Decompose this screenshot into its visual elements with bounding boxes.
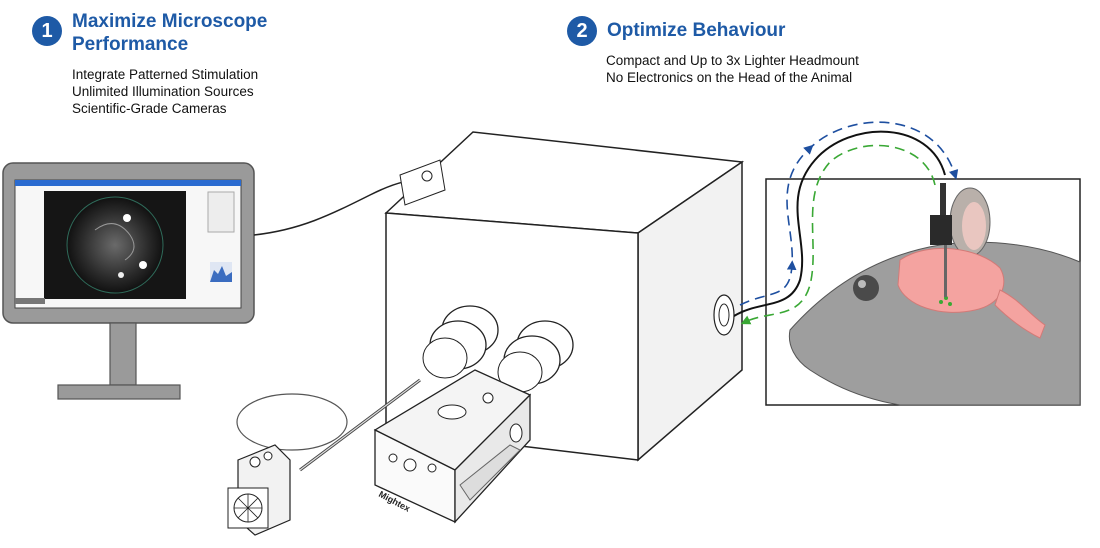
- excitation-arrow: [739, 121, 959, 306]
- camera-module: [373, 369, 532, 524]
- step-1-line: Integrate Patterned Stimulation: [72, 67, 259, 82]
- emission-arrow: [740, 144, 936, 325]
- step-1-list: Integrate Patterned Stimulation Unlimite…: [72, 66, 258, 117]
- step-2-list: Compact and Up to 3x Lighter Headmount N…: [606, 52, 859, 86]
- step-1-line: Unlimited Illumination Sources: [72, 84, 254, 99]
- led-module: [227, 444, 291, 536]
- step-1-badge: 1: [32, 16, 62, 46]
- camera-lenses: [422, 305, 574, 393]
- step-2-badge: 2: [567, 16, 597, 46]
- step-1-title: Maximize Microscope Performance: [72, 11, 268, 55]
- step-2-line: Compact and Up to 3x Lighter Headmount: [606, 53, 859, 68]
- step-1-line: Scientific-Grade Cameras: [72, 101, 227, 116]
- step-2-title: Optimize Behaviour: [607, 20, 786, 41]
- step-2-line: No Electronics on the Head of the Animal: [606, 70, 853, 85]
- monitor-icon: [2, 162, 255, 400]
- fiber-coil: [236, 378, 421, 472]
